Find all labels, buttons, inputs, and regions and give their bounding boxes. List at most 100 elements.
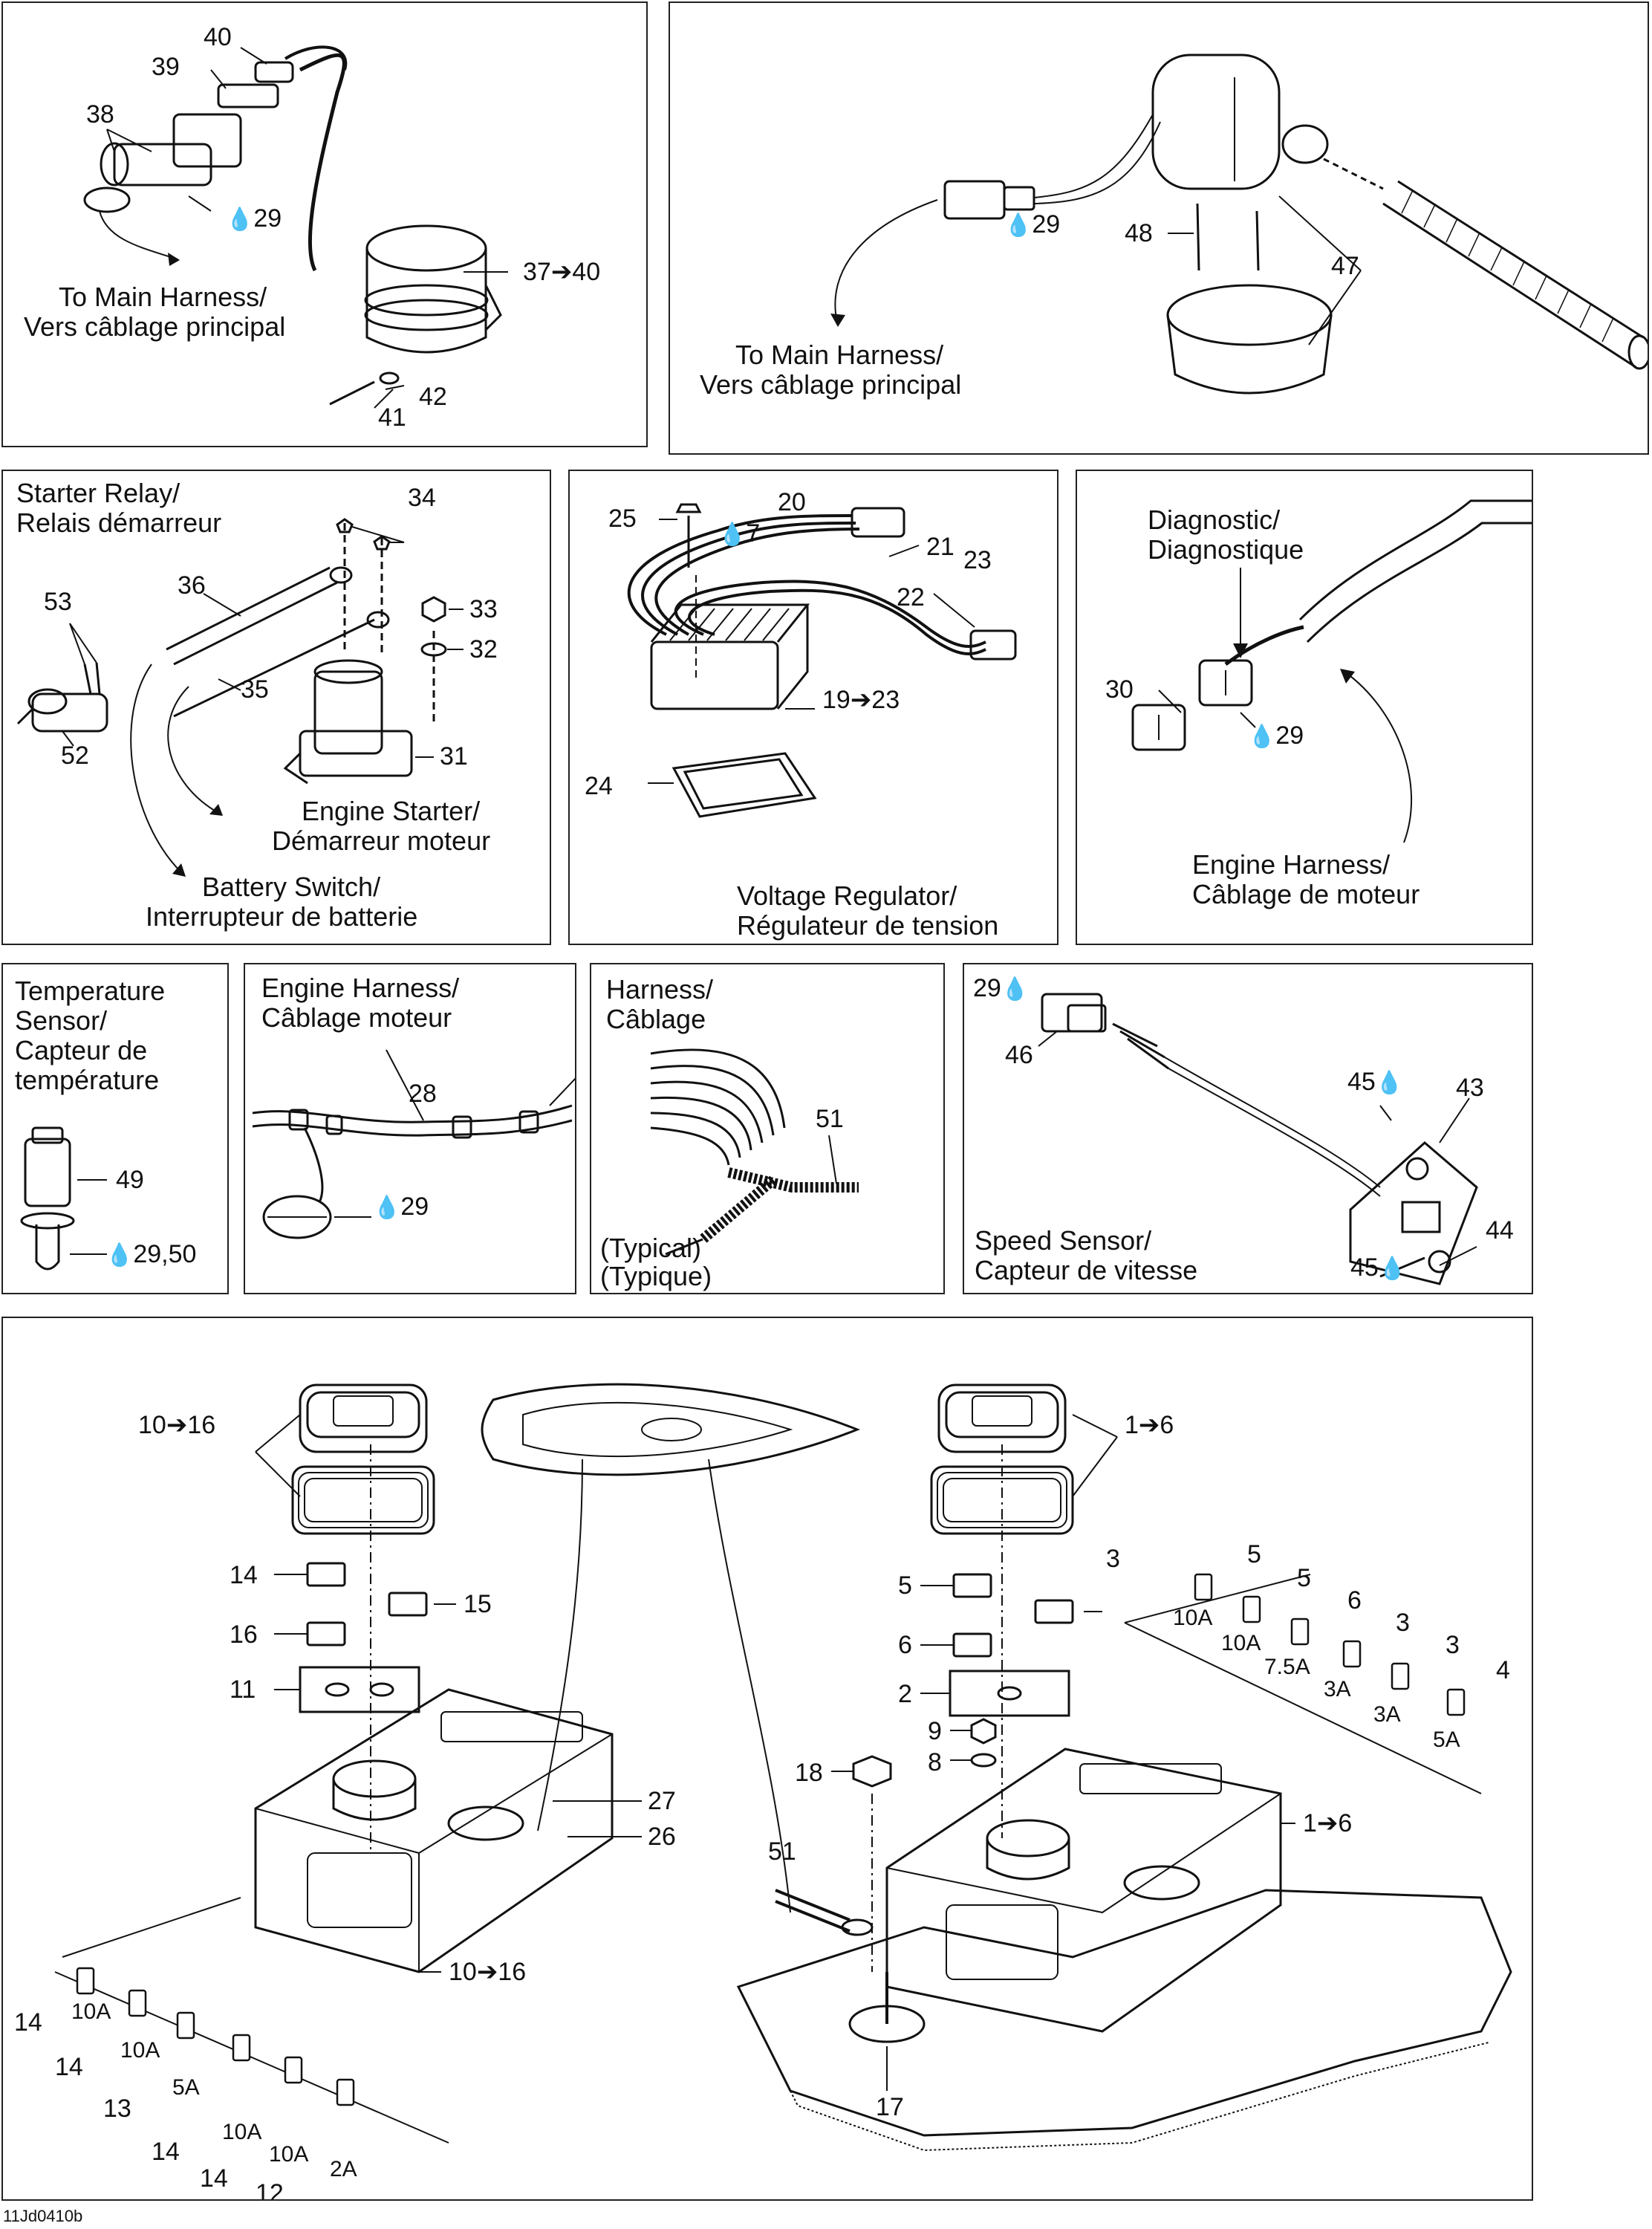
temperature-sensor-illustration — [20, 1126, 107, 1271]
callout-31: 31 — [440, 742, 468, 770]
panel-voltage-regulator: 25 💧7 20 21 23 22 19➔23 24 Voltage Regul… — [568, 470, 1058, 945]
right-fuse-4-rating: 3A — [1373, 1702, 1401, 1727]
title-regulateur-tension: Régulateur de tension — [737, 910, 999, 941]
panel-speed-sensor: 29💧 46 45💧 43 44 45💧 Speed Sensor/ Capte… — [963, 963, 1533, 1294]
title-temperature: Temperature — [15, 976, 166, 1006]
left-fuse-0-rating: 10A — [71, 1999, 111, 2024]
callout-8: 8 — [928, 1748, 942, 1777]
title-sensor: Sensor/ — [15, 1005, 108, 1036]
panel-starter-relay: Starter Relay/ Relais démarreur 34 36 53… — [1, 470, 551, 945]
left-fuse-0-part: 14 — [14, 2008, 42, 2037]
panel-engine-harness: Engine Harness/ Câblage moteur 28 💧29 — [244, 963, 576, 1294]
label-to-main-harness: To Main Harness/ — [59, 282, 267, 312]
drop-icon: 💧 — [1248, 724, 1276, 749]
arrow-head-icon — [1233, 643, 1248, 658]
callout-15: 15 — [464, 1590, 492, 1618]
right-fuse-1-part: 5 — [1297, 1564, 1311, 1592]
figure-code: 11Jd0410b — [3, 2207, 83, 2225]
right-fuse-4-part: 3 — [1446, 1631, 1460, 1659]
callout-6: 6 — [898, 1631, 912, 1659]
right-fuse-0-part: 5 — [1247, 1540, 1261, 1568]
left-fuse-4-part: 14 — [200, 2164, 228, 2193]
callout-52: 52 — [61, 742, 89, 770]
title-voltage-regulator: Voltage Regulator/ — [737, 880, 957, 911]
arrow-head-icon — [830, 314, 845, 327]
left-fuse-5-rating: 2A — [330, 2157, 357, 2181]
label-battery-switch: Battery Switch/ — [202, 872, 381, 902]
title-diagnostique: Diagnostique — [1148, 534, 1304, 565]
callout-2: 2 — [898, 1680, 912, 1708]
drop-icon: 💧 — [1375, 1071, 1404, 1095]
callout-29: 💧29 — [226, 204, 282, 233]
arrow-head-icon — [168, 253, 180, 266]
callout-27: 27 — [648, 1787, 676, 1815]
drop-icon: 💧 — [226, 207, 254, 232]
callout-25: 25 — [608, 504, 637, 533]
label-vers-cablage: Vers câblage principal — [700, 369, 962, 400]
callout-1-6-top: 1➔6 — [1125, 1411, 1174, 1439]
speed-sensor-illustration — [1038, 993, 1478, 1285]
starter-relay-illustration — [16, 518, 464, 877]
callout-26: 26 — [648, 1823, 676, 1851]
title-relais-demarreur: Relais démarreur — [16, 507, 222, 538]
left-fuse-4-rating: 10A — [269, 2142, 309, 2167]
callout-1-6-bottom: 1➔6 — [1303, 1809, 1353, 1837]
label-demarreur-moteur: Démarreur moteur — [272, 825, 491, 856]
right-fuse-5-rating: 5A — [1433, 1727, 1460, 1752]
callout-32: 32 — [469, 635, 498, 663]
panel-fuse-boxes: 10➔16 14 16 15 11 27 26 10➔16 14 10A 14 … — [1, 1317, 1533, 2201]
callout-29: 💧29 — [373, 1193, 429, 1221]
arrow-head-icon — [1340, 669, 1355, 684]
title-capteur-de: Capteur de — [15, 1035, 148, 1065]
callout-49: 49 — [116, 1166, 144, 1194]
callout-44: 44 — [1486, 1216, 1514, 1245]
callout-33: 33 — [469, 595, 498, 623]
callout-10-16-bottom: 10➔16 — [449, 1958, 527, 1986]
right-fuse-0-rating: 10A — [1173, 1606, 1213, 1630]
right-fuse-row — [1194, 1573, 1466, 1716]
callout-39: 39 — [152, 53, 180, 81]
right-fuse-2-rating: 7.5A — [1264, 1655, 1310, 1679]
callout-22: 22 — [897, 583, 925, 611]
title-cablage: Câblage — [606, 1004, 706, 1034]
label-to-main-harness: To Main Harness/ — [735, 340, 944, 370]
callout-53: 53 — [44, 588, 72, 616]
drop-icon: 💧 — [718, 522, 747, 547]
label-vers-cablage: Vers câblage principal — [24, 311, 286, 342]
engine-harness-illustration — [252, 1049, 575, 1239]
title-cablage-moteur: Câblage moteur — [261, 1002, 452, 1033]
callout-51: 51 — [768, 1837, 796, 1866]
callout-14: 14 — [230, 1561, 258, 1589]
callout-29-50: 💧29,50 — [105, 1240, 197, 1268]
note-typique: (Typique) — [600, 1261, 712, 1291]
fuse-boxes-illustration — [54, 1383, 1512, 2152]
callout-30: 30 — [1105, 675, 1134, 704]
left-fuse-5-part: 12 — [256, 2179, 284, 2201]
callout-24: 24 — [585, 772, 613, 800]
label-engine-harness: Engine Harness/ — [1192, 849, 1391, 880]
title-diagnostic: Diagnostic/ — [1148, 504, 1281, 535]
drop-icon: 💧 — [373, 1195, 401, 1220]
diagnostic-connector-illustration — [1131, 499, 1532, 843]
callout-48: 48 — [1125, 219, 1153, 247]
callout-38: 38 — [86, 100, 114, 129]
bilge-pump-illustration — [83, 45, 508, 409]
callout-7: 💧7 — [718, 519, 761, 548]
note-typical: (Typical) — [600, 1233, 702, 1263]
right-fuse-3-part: 3 — [1396, 1609, 1410, 1637]
arrow-head-icon — [209, 804, 223, 816]
left-fuse-row — [76, 1967, 355, 2106]
callout-51: 51 — [816, 1105, 844, 1133]
callout-37-40: 37➔40 — [523, 258, 601, 286]
left-fuse-3-rating: 10A — [222, 2120, 262, 2144]
callout-45-top: 45💧 — [1347, 1068, 1404, 1096]
callout-40: 40 — [204, 23, 232, 51]
voltage-regulator-illustration — [627, 503, 1017, 818]
right-fuse-3-rating: 3A — [1324, 1677, 1351, 1701]
drop-icon: 💧 — [1004, 213, 1032, 238]
callout-10-16-top: 10➔16 — [138, 1411, 216, 1439]
callout-46: 46 — [1005, 1041, 1033, 1069]
callout-34: 34 — [408, 484, 436, 512]
callout-41: 41 — [378, 403, 406, 432]
panel-bilge-pump-right: 💧29 48 47 To Main Harness/ Vers câblage … — [669, 1, 1649, 455]
